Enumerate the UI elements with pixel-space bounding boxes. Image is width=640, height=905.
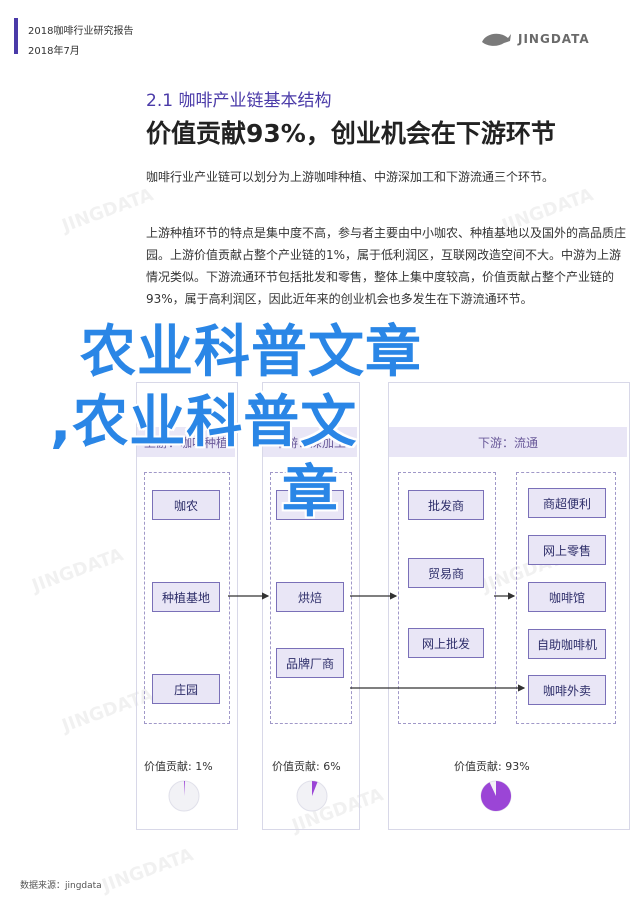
value-label-upstream: 价值贡献: 1%: [144, 760, 213, 773]
node-coffee-machine: 自助咖啡机: [528, 629, 606, 659]
stage-frame-downstream: [388, 382, 630, 830]
header-accent-bar: [14, 18, 18, 54]
node-deep-processing: 深加工: [276, 490, 344, 520]
overlay-line-3: 章: [282, 460, 339, 525]
value-pie-downstream: [480, 780, 512, 812]
pie-slice: [184, 781, 185, 796]
node-supermarket: 商超便利: [528, 488, 606, 518]
report-title: 2018咖啡行业研究报告: [28, 26, 134, 37]
report-date: 2018年7月: [28, 46, 80, 57]
node-plantation-base: 种植基地: [152, 582, 220, 612]
value-pie-midstream: [296, 780, 328, 812]
jingdata-logo: JINGDATA: [480, 30, 590, 48]
node-wholesaler: 批发商: [408, 490, 484, 520]
data-source-footer: 数据来源：jingdata: [20, 881, 102, 891]
node-brand-maker: 品牌厂商: [276, 648, 344, 678]
logo-text: JINGDATA: [518, 32, 590, 46]
paragraph-1: 咖啡行业产业链可以划分为上游咖啡种植、中游深加工和下游流通三个环节。: [146, 170, 555, 184]
headline: 价值贡献93%，创业机会在下游环节: [146, 119, 556, 148]
node-group-downstream-left: [398, 472, 496, 724]
stage-frame-upstream: [136, 382, 238, 830]
node-online-wholesale: 网上批发: [408, 628, 484, 658]
pie-slice: [312, 781, 318, 796]
value-label-midstream: 价值贡献: 6%: [272, 760, 341, 773]
node-coffee-farmer: 咖农: [152, 490, 220, 520]
value-pie-upstream: [168, 780, 200, 812]
overlay-line-1: 农业科普文章: [80, 320, 422, 385]
node-group-upstream: [144, 472, 230, 724]
node-group-midstream: [270, 472, 352, 724]
node-roasting: 烘焙: [276, 582, 344, 612]
overlay-line-2: ,农业科普文: [50, 390, 358, 455]
node-trader: 贸易商: [408, 558, 484, 588]
node-coffee-shop: 咖啡馆: [528, 582, 606, 612]
section-title: 2.1 咖啡产业链基本结构: [146, 91, 332, 111]
stage-header-upstream: 上游：咖啡种植: [137, 427, 235, 457]
node-group-downstream-right: [516, 472, 616, 724]
node-estate: 庄园: [152, 674, 220, 704]
stage-header-midstream: 中游：深加工: [263, 427, 357, 457]
value-label-downstream: 价值贡献: 93%: [454, 760, 530, 773]
stage-header-downstream: 下游：流通: [389, 427, 627, 457]
pie-slice: [481, 781, 512, 811]
stage-frame-midstream: [262, 382, 360, 830]
node-coffee-delivery: 咖啡外卖: [528, 675, 606, 705]
paragraph-2: 上游种植环节的特点是集中度不高，参与者主要由中小咖农、种植基地以及国外的高品质庄…: [146, 226, 627, 306]
whale-icon: [480, 30, 512, 48]
overlay-title: 农业科普文章 ,农业科普文 章: [50, 318, 630, 528]
node-online-retail: 网上零售: [528, 535, 606, 565]
